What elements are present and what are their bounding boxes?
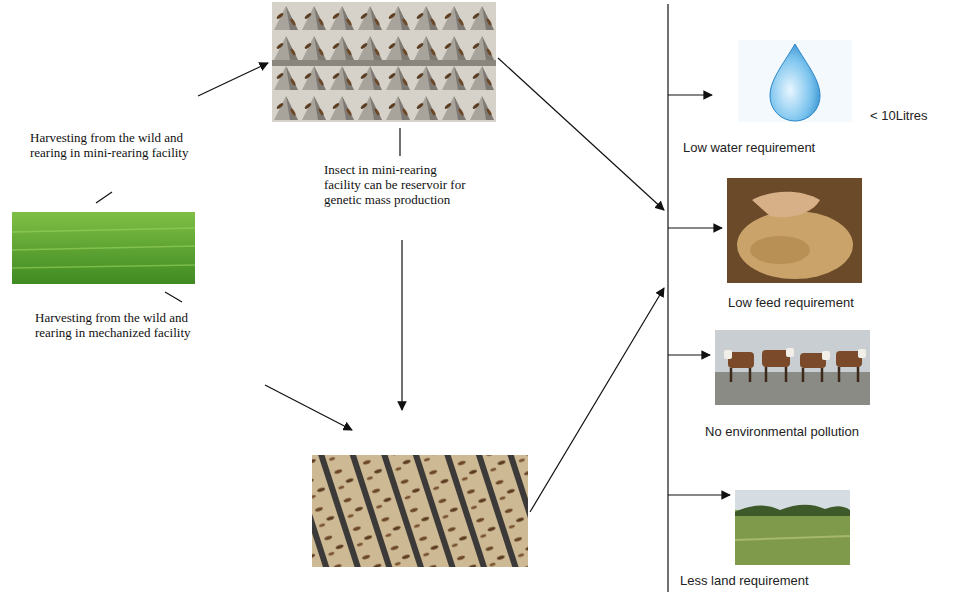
cattle-picture [822, 351, 830, 360]
cattle-picture [715, 330, 870, 405]
benefit-panel: No environmental pollution [700, 328, 950, 446]
cattle-picture [786, 348, 794, 357]
cattle-picture [715, 330, 870, 405]
land-picture [735, 490, 850, 565]
cattle-picture [731, 367, 858, 382]
field-picture [12, 228, 195, 268]
land-picture [735, 505, 850, 516]
flow-arrows [668, 494, 730, 495]
feed-picture [752, 192, 820, 217]
benefit-caption: No environmental pollution [705, 424, 859, 440]
flow-arrows [96, 192, 112, 203]
land-picture [735, 536, 850, 540]
land-picture [735, 490, 850, 565]
mini-rearing-picture [272, 2, 496, 122]
water-drop-picture [738, 40, 852, 122]
process-note: Harvesting from the wild and rearing in … [30, 130, 198, 160]
cattle-picture [724, 350, 732, 359]
flow-arrows [399, 128, 400, 156]
flow-arrows [668, 94, 712, 95]
water-drop-picture [738, 40, 852, 122]
field-picture [12, 212, 195, 284]
flow-arrows [498, 58, 664, 210]
benefit-caption: Low feed requirement [728, 295, 854, 311]
flow-arrows [96, 4, 730, 592]
cattle-picture [724, 348, 866, 360]
flow-arrows [668, 354, 710, 355]
flow-arrows [668, 227, 722, 228]
mini-rearing-picture [272, 2, 496, 122]
feed-picture [737, 211, 853, 279]
benefit-caption: Less land requirement [680, 573, 809, 589]
flow-arrows [165, 292, 182, 302]
water-drop-picture [770, 44, 820, 121]
flow-arrows [530, 288, 664, 512]
flow-arrows [401, 240, 402, 410]
mechanized-facility-picture [312, 455, 528, 567]
flow-arrows [198, 63, 268, 96]
mini-rearing-picture [272, 60, 496, 66]
feed-picture [727, 178, 862, 283]
flow-arrows [265, 385, 352, 430]
mechanized-facility-picture [312, 455, 528, 567]
feed-picture [750, 236, 810, 264]
field-picture [12, 212, 195, 284]
benefit-panel: < 10LitresLow water requirement [680, 38, 930, 162]
cattle-picture [728, 350, 862, 368]
flow-arrows [667, 4, 668, 592]
process-note: Harvesting from the wild and rearing in … [35, 310, 205, 340]
benefit-panel: Low feed requirement [720, 175, 920, 315]
cattle-picture [715, 372, 870, 405]
feed-picture [727, 178, 862, 283]
cattle-picture [858, 349, 866, 358]
quantity-label: < 10Litres [870, 108, 927, 124]
process-note: Insect in mini-rearing facility can be r… [324, 162, 474, 207]
benefit-panel: Less land requirement [676, 487, 876, 591]
cattle-picture [762, 350, 790, 367]
benefit-caption: Low water requirement [683, 140, 815, 156]
